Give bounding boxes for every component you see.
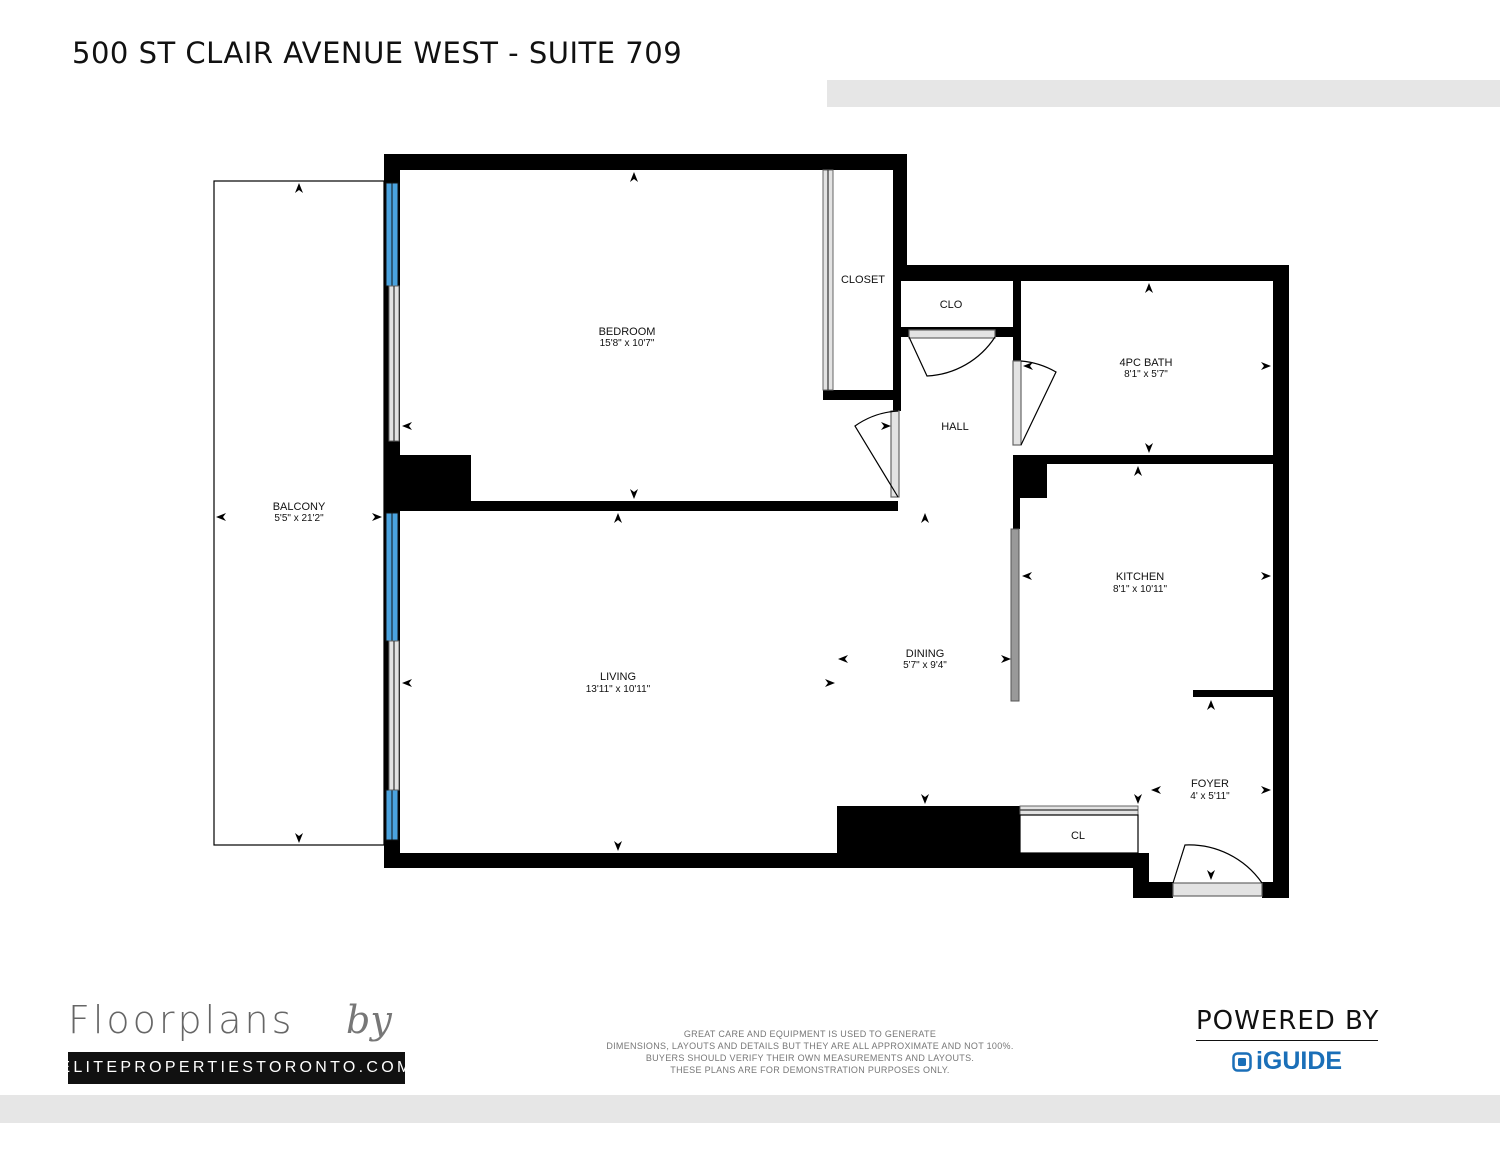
- closet-doors: [822, 169, 1139, 854]
- iguide-logo: iGUIDE: [1196, 1047, 1378, 1076]
- disclaimer-line: GREAT CARE AND EQUIPMENT IS USED TO GENE…: [683, 1029, 937, 1039]
- foyer-name: FOYER: [1191, 778, 1229, 790]
- iguide-icon: [1232, 1051, 1252, 1072]
- bedroom-door-swing: [854, 410, 899, 498]
- clo-door-swing: [908, 336, 996, 377]
- brand-site-box: ELITEPROPERTIESTORONTO.COM: [59, 1052, 410, 1084]
- bedroom-name: BEDROOM: [599, 326, 656, 338]
- hall-name: HALL: [941, 421, 969, 433]
- wall-east: [1273, 265, 1289, 898]
- column-living-bottom: [837, 806, 1020, 868]
- powered-by-block: POWERED BY iGUIDE: [1196, 1006, 1378, 1076]
- wall-foyer-bottom-left: [1133, 882, 1173, 898]
- disclaimer-line: THESE PLANS ARE FOR DEMONSTRATION PURPOS…: [670, 1065, 950, 1075]
- balcony-dims: 5'5" x 21'2": [274, 513, 324, 524]
- dining-dims: 5'7" x 9'4": [903, 660, 947, 671]
- kitchen-name: KITCHEN: [1116, 571, 1164, 583]
- wall-closet-bottom: [823, 390, 901, 400]
- disclaimer: GREAT CARE AND EQUIPMENT IS USED TO GENE…: [560, 1028, 1060, 1076]
- wall-bath-west: [1013, 281, 1021, 361]
- balcony-name: BALCONY: [273, 501, 326, 513]
- wall-bedroom-living: [400, 501, 898, 511]
- disclaimer-line: DIMENSIONS, LAYOUTS AND DETAILS BUT THEY…: [606, 1041, 1014, 1051]
- disclaimer-line: BUYERS SHOULD VERIFY THEIR OWN MEASUREME…: [645, 1053, 975, 1063]
- iguide-text: iGUIDE: [1255, 1047, 1343, 1075]
- dining-name: DINING: [906, 648, 945, 660]
- brand-logo: Floorplans by ELITEPROPERTIESTORONTO.COM: [59, 998, 410, 1088]
- wall-bottom-living: [384, 853, 1149, 868]
- balcony-doors: [388, 285, 400, 791]
- wall-bedroom-east: [893, 154, 907, 281]
- bath-name: 4PC BATH: [1120, 357, 1173, 369]
- living-name: LIVING: [600, 671, 636, 683]
- brand-script-text: Floorplans: [68, 998, 295, 1042]
- wall-top-bedroom: [384, 154, 907, 170]
- wall-foyer-bottom-right: [1262, 882, 1289, 898]
- kitchen-dims: 8'1" x 10'11": [1113, 584, 1168, 595]
- swing-doors: [854, 329, 1263, 897]
- wall-kitchen-foyer: [1193, 690, 1273, 697]
- clo-name: CLO: [940, 299, 963, 311]
- powered-by-label: POWERED BY: [1196, 1006, 1378, 1041]
- living-dims: 13'11" x 10'11": [586, 684, 651, 695]
- foyer-dims: 4' x 5'11": [1190, 791, 1230, 802]
- entry-door-swing: [1172, 844, 1263, 884]
- cl-closet-outline: [1019, 814, 1139, 854]
- bath-dims: 8'1" x 5'7": [1124, 369, 1168, 380]
- bottom-gray-bar: [0, 1095, 1500, 1123]
- closet-name: CLOSET: [841, 274, 885, 286]
- bath-door-swing: [1020, 360, 1057, 446]
- wall-bath-bottom: [1013, 455, 1289, 464]
- walls: [384, 154, 1289, 898]
- top-gray-bar: [827, 80, 1500, 107]
- bedroom-dims: 15'8" x 10'7": [600, 338, 655, 349]
- wall-kitchen-west: [1013, 464, 1020, 529]
- kitchen-partition: [1010, 528, 1020, 702]
- wall-upper-top: [893, 265, 1289, 281]
- dimension-arrows: [216, 172, 1271, 880]
- brand-by-text: by: [346, 998, 392, 1042]
- page-title: 500 ST CLAIR AVENUE WEST - SUITE 709: [72, 36, 683, 70]
- wall-closet-east: [893, 281, 901, 411]
- cl-name: CL: [1071, 830, 1085, 842]
